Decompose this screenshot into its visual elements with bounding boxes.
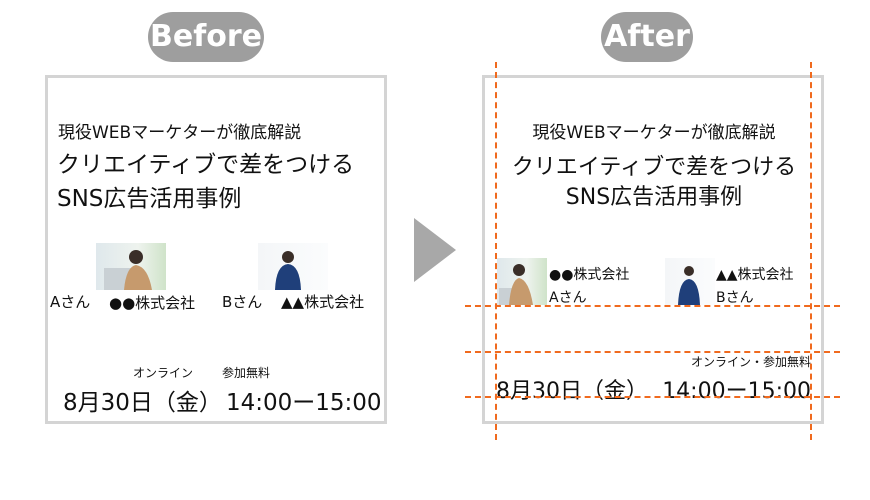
after-speaker-b-photo	[665, 258, 715, 305]
after-speaker-a-company: ●●株式会社	[549, 267, 630, 283]
after-speaker-b-name: Bさん	[716, 290, 754, 306]
before-speaker-a-name: Aさん	[50, 293, 91, 311]
before-badge: Before	[148, 12, 264, 62]
guide-h2	[465, 351, 840, 353]
before-title-1: クリエイティブで差をつける	[57, 152, 355, 178]
before-speaker-a-company: ●●株式会社	[109, 294, 196, 312]
before-speaker-b-company: ▲▲株式会社	[281, 293, 365, 311]
before-time: 14:00ー15:00	[226, 390, 382, 416]
after-date: 8月30日（金）	[496, 379, 648, 404]
before-title-2: SNS広告活用事例	[57, 186, 242, 212]
after-speaker-a-name: Aさん	[549, 290, 587, 306]
guide-h3	[465, 396, 840, 398]
after-subtitle: 現役WEBマーケターが徹底解説	[532, 123, 776, 143]
before-panel	[45, 75, 387, 424]
before-free: 参加無料	[222, 366, 271, 380]
after-panel	[482, 75, 824, 424]
after-online-free: オンライン・参加無料	[690, 355, 811, 369]
after-title-1: クリエイティブで差をつける	[511, 155, 797, 180]
speaker-b-photo	[258, 243, 328, 290]
before-subtitle: 現役WEBマーケターが徹底解説	[58, 123, 302, 143]
guide-right	[810, 62, 812, 440]
before-speaker-b-name: Bさん	[222, 293, 263, 311]
guide-h1	[465, 305, 840, 307]
before-online: オンライン	[133, 366, 194, 380]
after-title-2: SNS広告活用事例	[565, 185, 743, 210]
arrow-right-icon	[414, 218, 456, 282]
before-date: 8月30日（金）	[63, 390, 222, 416]
after-speaker-a-photo	[497, 258, 547, 305]
after-time: 14:00ー15:00	[662, 379, 811, 404]
speaker-a-photo	[96, 243, 166, 290]
guide-left	[495, 62, 497, 440]
after-badge: After	[601, 12, 693, 62]
after-speaker-b-company: ▲▲株式会社	[716, 267, 794, 283]
